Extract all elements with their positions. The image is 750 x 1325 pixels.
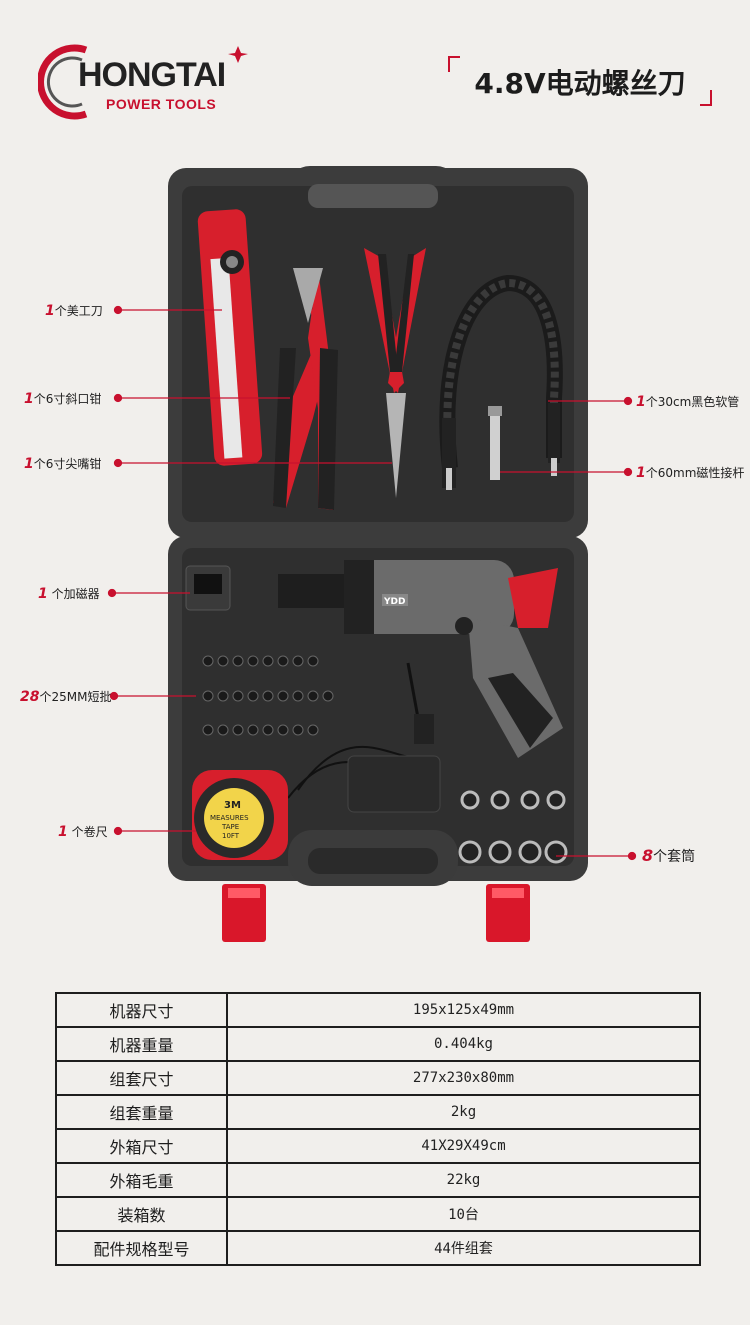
tape-measure-icon: 3M MEASURES TAPE 10FT bbox=[192, 770, 288, 860]
callout-bits: 28个25MM短批 bbox=[20, 688, 111, 705]
brand-logo: HONGTAI POWER TOOLS bbox=[38, 40, 268, 120]
product-title-box: 4.8V电动螺丝刀 bbox=[448, 56, 712, 106]
tape-measure-label-1: MEASURES bbox=[210, 814, 249, 822]
diagonal-pliers-icon bbox=[273, 268, 338, 510]
title-corner-bracket bbox=[448, 56, 460, 72]
callout-label: 个6寸尖嘴钳 bbox=[33, 457, 102, 471]
magnetizer-icon bbox=[185, 565, 231, 611]
spec-label: 组套尺寸 bbox=[55, 1060, 228, 1096]
spec-label: 机器重量 bbox=[55, 1026, 228, 1062]
title-corner-bracket bbox=[700, 90, 712, 106]
callout-utility-knife: 1个美工刀 bbox=[45, 302, 103, 319]
tape-measure-label-0: 3M bbox=[224, 800, 241, 811]
callout-label: 个25MM短批 bbox=[39, 690, 112, 704]
case-latch-icon bbox=[222, 884, 530, 942]
needle-nose-pliers-icon bbox=[364, 248, 426, 498]
spec-value: 0.404kg bbox=[226, 1026, 701, 1062]
screwdriver-logo: YDD bbox=[383, 597, 405, 607]
callout-count: 1 bbox=[24, 456, 34, 472]
brand-tagline: POWER TOOLS bbox=[106, 96, 217, 112]
callout-label: 个卷尺 bbox=[67, 825, 108, 839]
callout-count: 1 bbox=[38, 586, 48, 602]
callout-tape-measure: 1 个卷尺 bbox=[58, 823, 108, 840]
callout-count: 8 bbox=[642, 846, 654, 865]
callout-lines bbox=[107, 305, 637, 861]
screwdriver-bits-icon bbox=[202, 655, 334, 736]
spec-label: 组套重量 bbox=[55, 1094, 228, 1130]
callout-extension-rod: 1个60mm磁性接杆 bbox=[636, 464, 744, 481]
utility-knife-icon bbox=[197, 209, 263, 466]
callout-count: 1 bbox=[45, 303, 55, 319]
callout-count: 1 bbox=[636, 465, 646, 481]
callout-label: 个6寸斜口钳 bbox=[33, 392, 102, 406]
spec-value: 41X29X49cm bbox=[226, 1128, 701, 1164]
extension-rod-icon bbox=[488, 406, 502, 480]
spec-label: 装箱数 bbox=[55, 1196, 228, 1232]
tool-case: YDD 3M MEASURES TAPE 10FT bbox=[168, 166, 588, 942]
spec-value: 2kg bbox=[226, 1094, 701, 1130]
callout-count: 1 bbox=[24, 391, 34, 407]
tape-measure-label-2: TAPE bbox=[221, 823, 239, 831]
callout-needle-nose-pliers: 1个6寸尖嘴钳 bbox=[24, 455, 101, 472]
callout-magnetizer: 1 个加磁器 bbox=[38, 585, 100, 602]
callout-label: 个60mm磁性接杆 bbox=[645, 466, 745, 480]
spec-label: 外箱尺寸 bbox=[55, 1128, 228, 1164]
flexible-shaft-icon bbox=[439, 274, 563, 490]
callout-label: 个套筒 bbox=[653, 849, 696, 865]
spec-label: 机器尺寸 bbox=[55, 992, 228, 1028]
spec-value: 195x125x49mm bbox=[226, 992, 701, 1028]
brand-name: HONGTAI bbox=[78, 56, 226, 94]
callout-sockets: 8个套筒 bbox=[642, 846, 695, 866]
spec-label: 配件规格型号 bbox=[55, 1230, 228, 1266]
socket-icon bbox=[458, 790, 568, 864]
spec-value: 10台 bbox=[226, 1196, 701, 1232]
cordless-screwdriver-icon: YDD bbox=[278, 560, 563, 758]
callout-count: 1 bbox=[58, 824, 68, 840]
tape-measure-label-3: 10FT bbox=[222, 832, 240, 840]
product-title: 4.8V电动螺丝刀 bbox=[474, 67, 686, 100]
charger-icon bbox=[287, 662, 441, 813]
spec-value: 22kg bbox=[226, 1162, 701, 1198]
spec-label: 外箱毛重 bbox=[55, 1162, 228, 1198]
callout-diagonal-pliers: 1个6寸斜口钳 bbox=[24, 390, 101, 407]
callout-flexible-shaft: 1个30cm黑色软管 bbox=[636, 393, 739, 410]
callout-label: 个美工刀 bbox=[54, 304, 103, 318]
callout-count: 28 bbox=[20, 689, 40, 705]
callout-label: 个加磁器 bbox=[47, 587, 100, 601]
callout-label: 个30cm黑色软管 bbox=[645, 395, 740, 409]
callout-count: 1 bbox=[636, 394, 646, 410]
spec-value: 44件组套 bbox=[226, 1230, 701, 1266]
logo-swoosh-icon bbox=[38, 44, 248, 120]
spec-value: 277x230x80mm bbox=[226, 1060, 701, 1096]
